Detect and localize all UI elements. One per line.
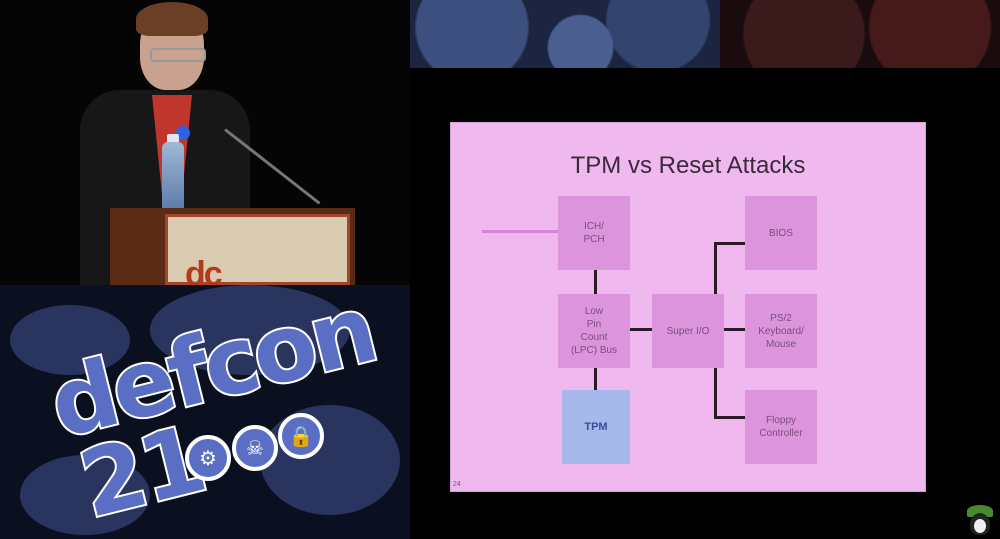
lpc-bus-box: Low Pin Count (LPC) Bus: [558, 294, 630, 368]
speaker-glasses: [150, 48, 206, 62]
lpc-superio-line: [630, 328, 652, 331]
bottle-cap: [167, 134, 179, 144]
speaker-hair: [136, 2, 208, 36]
slide-title: TPM vs Reset Attacks: [570, 152, 806, 179]
ink-splat: [20, 455, 150, 535]
ich-input-line: [482, 230, 558, 233]
ich-lpc-line: [594, 268, 597, 294]
bios-box: BIOS: [745, 196, 817, 270]
top-decor-band: [410, 0, 1000, 68]
slide-page-number: 24: [453, 481, 461, 488]
speaker-video: dc: [0, 0, 410, 285]
ink-splat: [150, 285, 350, 375]
tpm-box: TPM: [562, 390, 630, 464]
ps2-box: PS/2 Keyboard/ Mouse: [745, 294, 817, 368]
blue-texture: [410, 0, 720, 68]
mascot-belly: [974, 519, 986, 533]
superio-floppy-hline: [714, 416, 745, 419]
defcon-logo-panel: defcon 21 ⚙ ☠ 🔒: [0, 285, 410, 539]
presentation-slide: TPM vs Reset Attacks ICH/ PCH Low Pin Co…: [450, 122, 926, 492]
super-io-box: Super I/O: [652, 294, 724, 368]
superio-floppy-vline: [714, 366, 717, 418]
podium-banner: [165, 214, 350, 285]
superio-ps2-line: [724, 328, 745, 331]
ink-splat: [260, 405, 400, 515]
skull-crossbones-icon: ☠: [232, 425, 278, 471]
floppy-box: Floppy Controller: [745, 390, 817, 464]
ich-pch-box: ICH/ PCH: [558, 196, 630, 270]
lapel-mic-icon: [176, 126, 190, 140]
ink-splat: [10, 305, 130, 375]
water-bottle: [162, 142, 184, 212]
rotary-dial-icon: ⚙: [185, 435, 231, 481]
lpc-tpm-line: [594, 368, 597, 390]
superio-bios-vline: [714, 242, 717, 296]
red-texture: [720, 0, 1000, 68]
lock-icon: 🔒: [278, 413, 324, 459]
podium-logo: dc: [185, 255, 223, 285]
superio-bios-hline: [714, 242, 745, 245]
channel-mascot-icon: [963, 505, 997, 537]
